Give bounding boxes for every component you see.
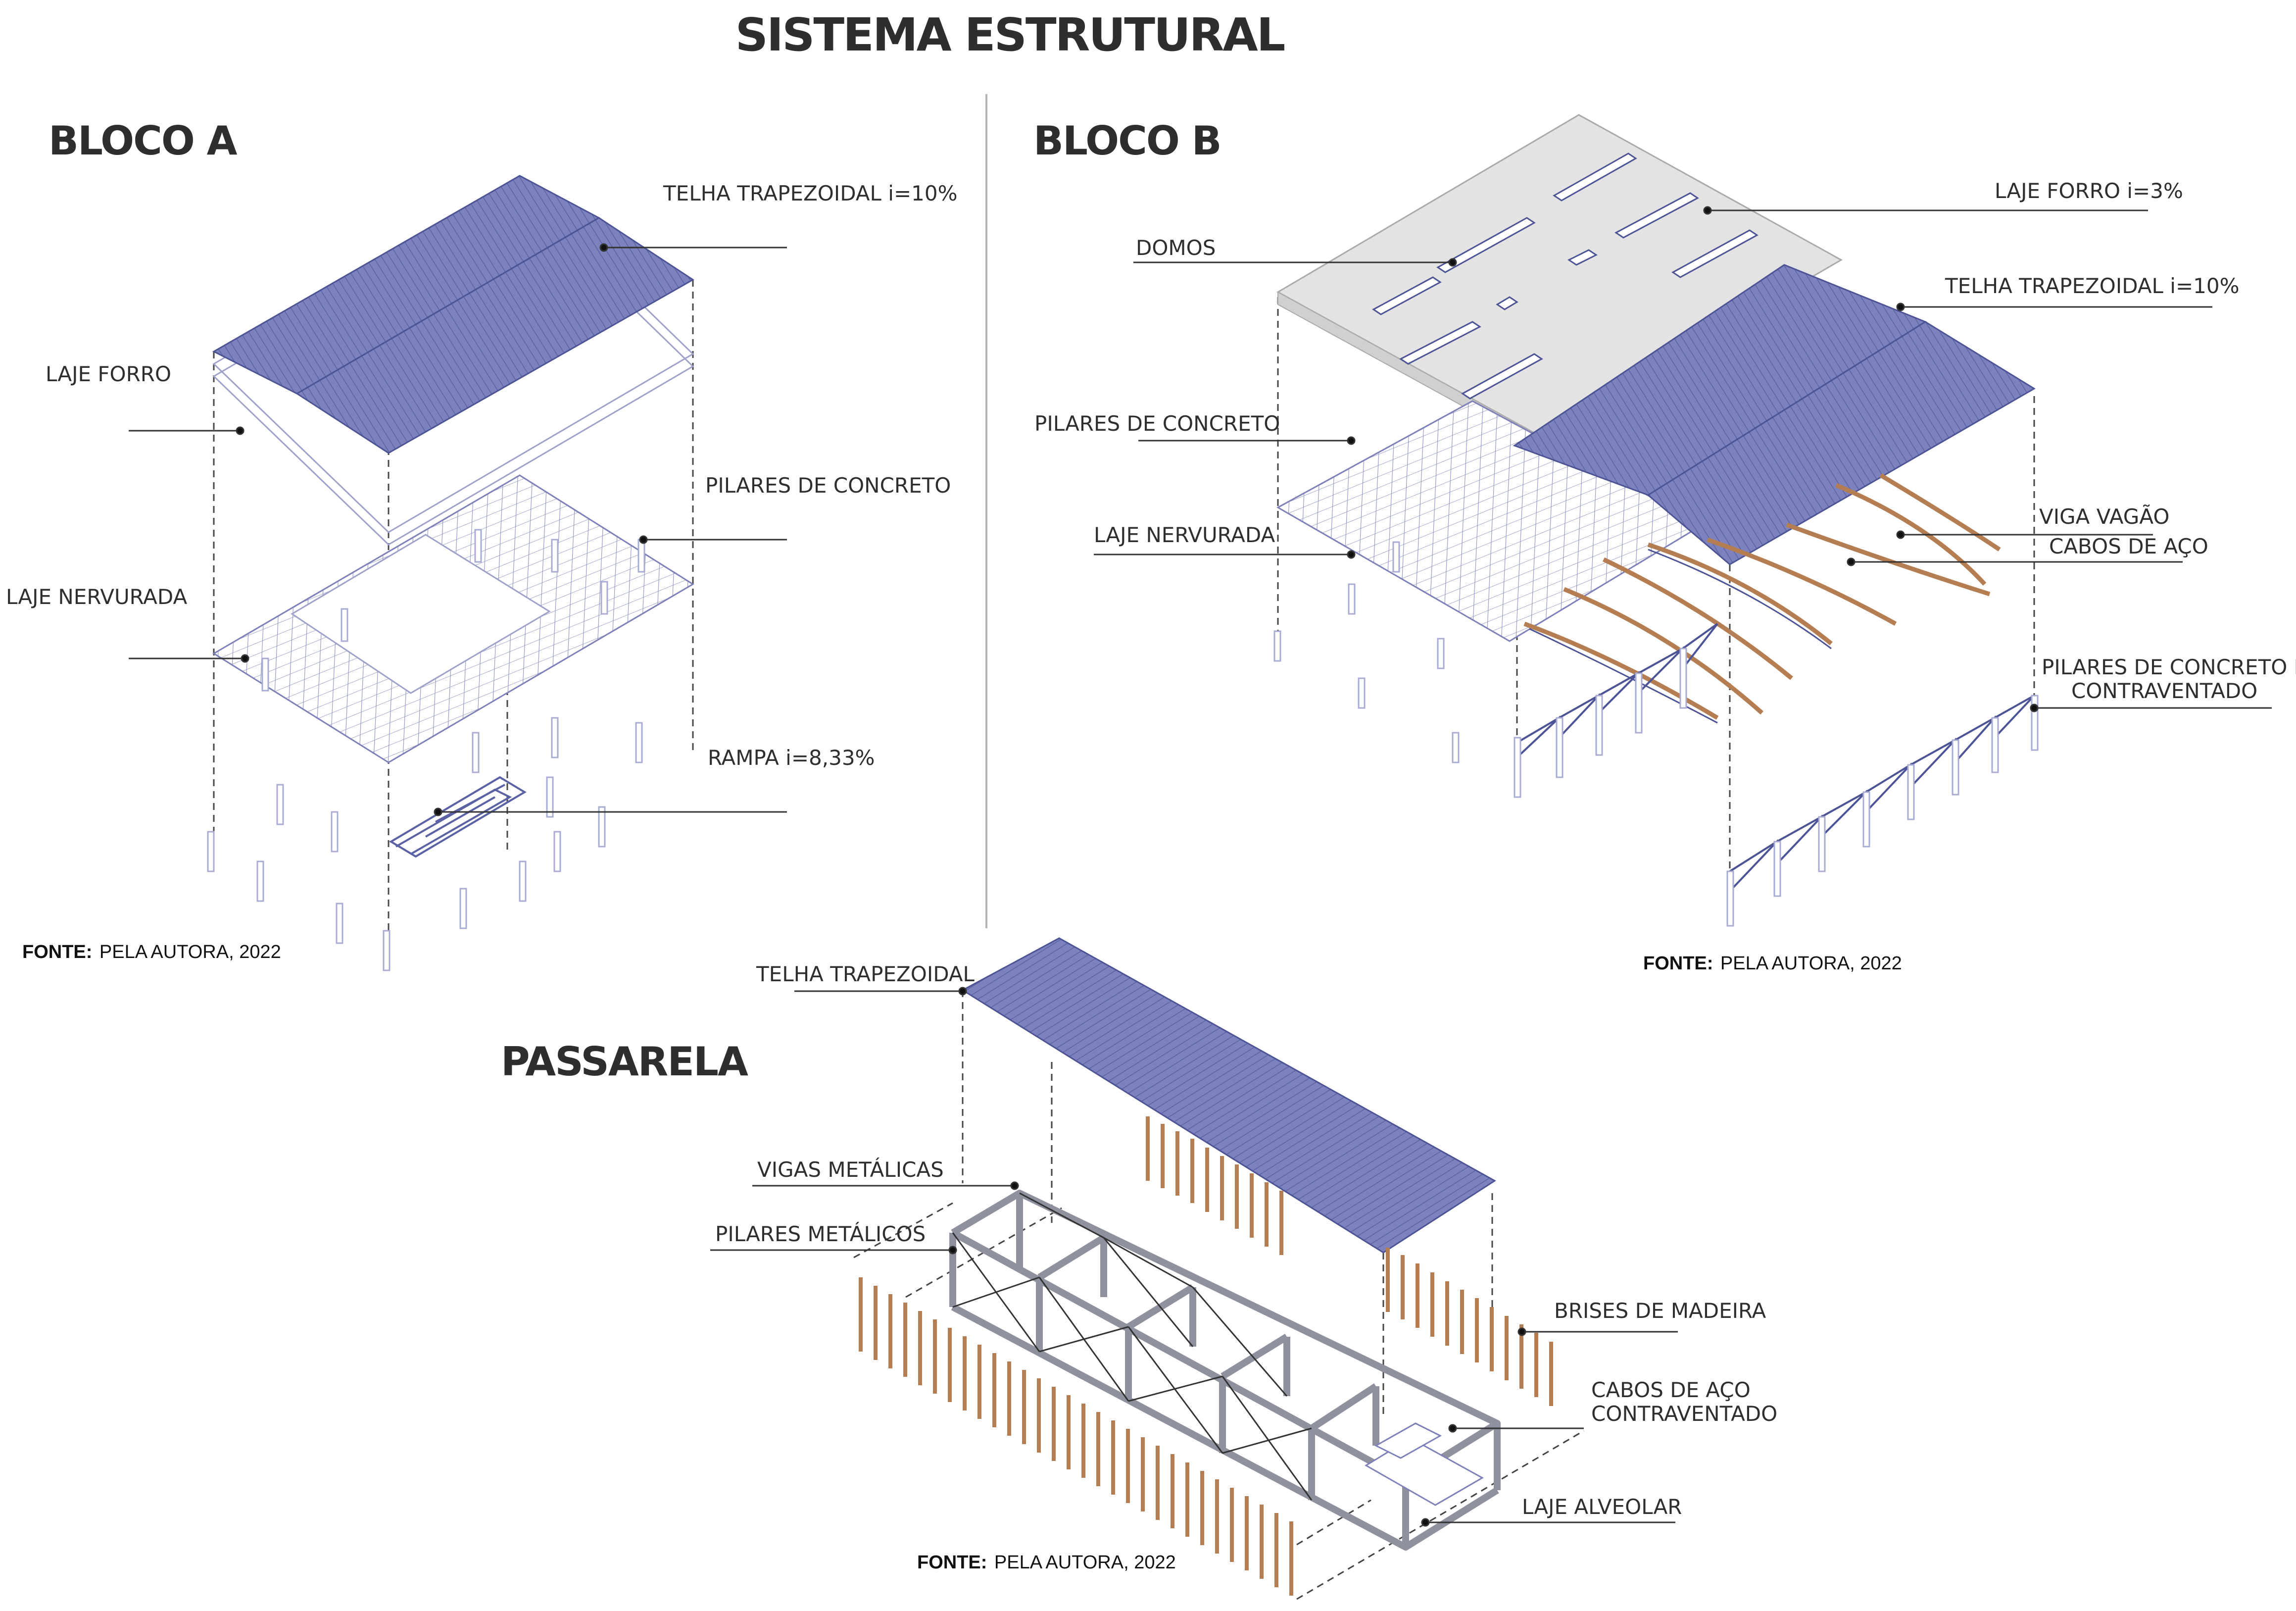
bloco-b-label-domos: DOMOS	[1136, 236, 1216, 260]
bloco-a-rampa	[389, 776, 527, 858]
bloco-b-leaders	[1094, 206, 2272, 712]
bloco-a-leaders	[129, 243, 787, 816]
bloco-a-roof	[212, 175, 694, 454]
bloco-b-label-viga: VIGA VAGÃO	[2039, 504, 2169, 529]
bloco-a-guides	[213, 280, 694, 970]
passarela: PASSARELA	[501, 937, 1777, 1600]
bloco-b-frames	[1516, 623, 2035, 892]
bloco-a-label-rampa: RAMPA i=8,33%	[708, 746, 875, 770]
bloco-b-roof	[1513, 264, 2036, 565]
bloco-b-label-pilares: PILARES DE CONCRETO	[1034, 411, 1280, 436]
bloco-a-source: FONTE: PELA AUTORA, 2022	[22, 942, 281, 962]
passarela-source: FONTE: PELA AUTORA, 2022	[917, 1552, 1176, 1573]
bloco-a-label-laje-nervurada: LAJE NERVURADA	[6, 585, 187, 609]
bloco-b-pillars	[1273, 541, 2039, 927]
bloco-b: BLOCO B	[1033, 114, 2296, 974]
bloco-b-cabos	[1529, 549, 1832, 724]
passarela-label-cabos-1: CABOS DE AÇO	[1591, 1378, 1751, 1402]
bloco-a-label-telha: TELHA TRAPEZOIDAL i=10%	[663, 181, 958, 205]
bloco-b-label-cabos: CABOS DE AÇO	[2049, 534, 2208, 558]
passarela-cross-bracing	[952, 1192, 1313, 1501]
passarela-label-pilares: PILARES METÁLICOS	[715, 1221, 926, 1246]
bloco-b-label-pilares-contra-1: PILARES DE CONCRETO E	[2042, 655, 2296, 679]
bloco-a-heading: BLOCO A	[49, 118, 238, 164]
passarela-laje	[1365, 1422, 1484, 1506]
passarela-roof	[961, 937, 1496, 1254]
bloco-b-label-pilares-contra-2: CONTRAVENTADO	[2071, 679, 2257, 703]
bloco-b-label-laje-nervurada: LAJE NERVURADA	[1094, 523, 1275, 547]
page-title: SISTEMA ESTRUTURAL	[735, 8, 1285, 61]
bloco-a-pillars	[207, 529, 645, 971]
bloco-b-label-telha: TELHA TRAPEZOIDAL i=10%	[1945, 274, 2240, 298]
bloco-a: BLOCO A	[6, 118, 958, 971]
bloco-b-guides	[1277, 297, 2035, 906]
bloco-b-label-laje-forro: LAJE FORRO i=3%	[1995, 179, 2183, 203]
passarela-label-cabos-2: CONTRAVENTADO	[1591, 1402, 1777, 1426]
bloco-a-laje-nervurada	[212, 474, 694, 763]
passarela-frame	[949, 1190, 1501, 1551]
passarela-label-laje: LAJE ALVEOLAR	[1522, 1495, 1682, 1519]
passarela-label-vigas: VIGAS METÁLICAS	[757, 1157, 944, 1182]
passarela-heading: PASSARELA	[501, 1039, 748, 1085]
passarela-label-telha: TELHA TRAPEZOIDAL	[756, 962, 975, 986]
passarela-brises-front	[859, 1277, 1293, 1596]
bloco-b-heading: BLOCO B	[1033, 118, 1221, 164]
bloco-b-source: FONTE: PELA AUTORA, 2022	[1643, 953, 1902, 974]
bloco-a-label-laje-forro: LAJE FORRO	[46, 362, 171, 386]
passarela-brises-back	[1146, 1116, 1553, 1406]
bloco-b-domos	[1372, 152, 1759, 400]
passarela-label-brises: BRISES DE MADEIRA	[1554, 1299, 1766, 1323]
passarela-leaders	[710, 987, 1678, 1527]
bloco-a-label-pilares: PILARES DE CONCRETO	[705, 473, 951, 498]
